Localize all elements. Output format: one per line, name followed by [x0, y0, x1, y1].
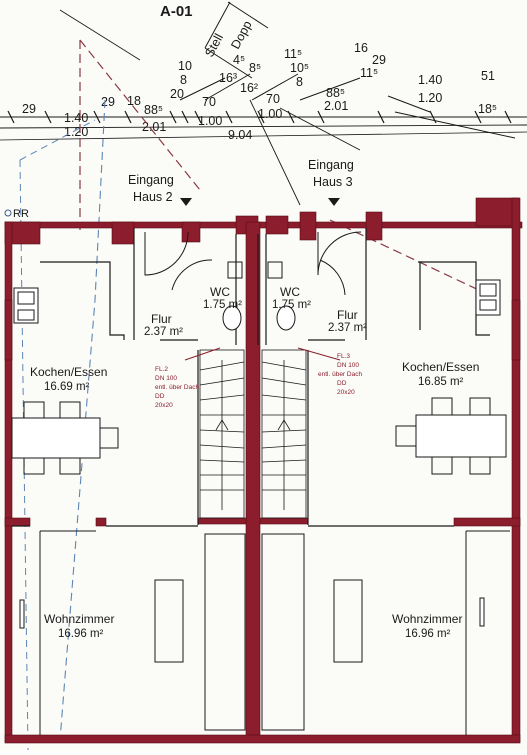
dim-29-c: 29 [372, 53, 386, 67]
living-room-fixtures [19, 533, 485, 731]
entrance-left-line1: Eingang [128, 173, 174, 187]
room-wohn-left-area: 16.96 m² [58, 628, 104, 640]
drawing-title: A-01 [160, 3, 193, 20]
dim-85: 8⁵ [249, 61, 261, 75]
dashed-lines [19, 39, 501, 751]
entrance-right-line2: Haus 3 [313, 175, 353, 189]
dim-8-b: 8 [296, 75, 303, 89]
fl3-arrow-icon [297, 347, 341, 361]
dim-70-b: 70 [266, 92, 280, 106]
dim-120-a: 1.20 [64, 125, 88, 139]
note-left-1: DN 100 [155, 375, 177, 382]
top-text-2: Dopp [228, 18, 254, 51]
drain-note-right: FL.3 DN 100 entl. über Dach DD 20x20 [318, 353, 362, 396]
dim-8-a: 8 [180, 73, 187, 87]
room-wc-right-area: 1.75 m² [272, 299, 311, 311]
staircases [199, 349, 307, 519]
room-flur-right-area: 2.37 m² [328, 322, 367, 334]
room-flur-left-name: Flur [151, 312, 172, 326]
kitchen-right [395, 279, 507, 475]
entrance-left-arrow-icon [180, 198, 192, 206]
walls [4, 197, 523, 744]
drain-note-left: FL.2 DN 100 entl. über Dach DD 20x20 [155, 366, 199, 409]
dim-29-a: 29 [22, 102, 36, 116]
room-flur-right-name: Flur [337, 308, 358, 322]
room-kochen-right-area: 16.85 m² [418, 376, 464, 388]
dim-105: 10⁵ [290, 61, 309, 75]
dim-20: 20 [170, 87, 184, 101]
room-wc-right-name: WC [280, 285, 300, 299]
dim-201-b: 2.01 [324, 99, 348, 113]
note-right-2: entl. über Dach [318, 371, 362, 378]
dim-140-b: 1.40 [418, 73, 442, 87]
room-wohn-left-name: Wohnzimmer [44, 612, 114, 626]
toilet-right-icon [276, 305, 296, 331]
note-left-3: DD [155, 393, 165, 400]
dim-18: 18 [127, 94, 141, 108]
room-kochen-left-area: 16.69 m² [44, 381, 90, 393]
note-right-4: 20x20 [337, 389, 355, 396]
room-wohn-right-name: Wohnzimmer [392, 612, 462, 626]
dim-885-b: 88⁵ [326, 86, 345, 100]
dim-185: 18⁵ [478, 102, 497, 116]
note-left-4: 20x20 [155, 402, 173, 409]
toilet-left-icon [222, 305, 242, 331]
dim-10: 10 [178, 59, 192, 73]
note-left-2: entl. über Dach [155, 384, 199, 391]
entrance-right-arrow-icon [328, 198, 340, 206]
wc-fixtures [222, 261, 296, 331]
header-annotations: A-01 Stell Dopp [0, 1, 527, 220]
interior-walls [12, 228, 490, 527]
rr-marker-icon [4, 209, 12, 217]
room-kochen-left-name: Kochen/Essen [30, 365, 107, 379]
dim-16: 16 [354, 41, 368, 55]
dim-115-b: 11⁵ [360, 66, 378, 80]
dim-100-b: 1.00 [258, 107, 282, 121]
room-labels: Kochen/Essen 16.69 m² Kochen/Essen 16.85… [30, 285, 479, 640]
doors [39, 231, 510, 735]
note-left-0: FL.2 [155, 366, 168, 373]
entrance-left-line2: Haus 2 [133, 190, 173, 204]
kitchen-left [11, 287, 119, 475]
room-flur-left-area: 2.37 m² [144, 326, 183, 338]
fl2-arrow-icon [184, 347, 221, 361]
dim-51: 51 [481, 69, 495, 83]
dim-70-a: 70 [202, 95, 216, 109]
note-right-0: FL.3 [337, 353, 350, 360]
entrance-right-line1: Eingang [308, 158, 354, 172]
dim-115-a: 11⁵ [284, 47, 302, 61]
room-kochen-right-name: Kochen/Essen [402, 360, 479, 374]
dim-120-b: 1.20 [418, 91, 442, 105]
dim-201-a: 2.01 [142, 120, 166, 134]
note-right-1: DN 100 [337, 362, 359, 369]
dim-140-a: 1.40 [64, 111, 88, 125]
dim-163: 16³ [219, 71, 237, 85]
dim-29-b: 29 [101, 95, 115, 109]
dim-100-a: 1.00 [198, 114, 222, 128]
dim-45: 4⁵ [233, 53, 245, 67]
room-wc-left-area: 1.75 m² [203, 299, 242, 311]
dim-162: 16² [240, 81, 258, 95]
note-right-3: DD [337, 380, 347, 387]
dim-885-a: 88⁵ [144, 103, 163, 117]
room-wc-left-name: WC [210, 285, 230, 299]
room-wohn-right-area: 16.96 m² [405, 628, 451, 640]
dim-total: 9.04 [228, 128, 252, 142]
